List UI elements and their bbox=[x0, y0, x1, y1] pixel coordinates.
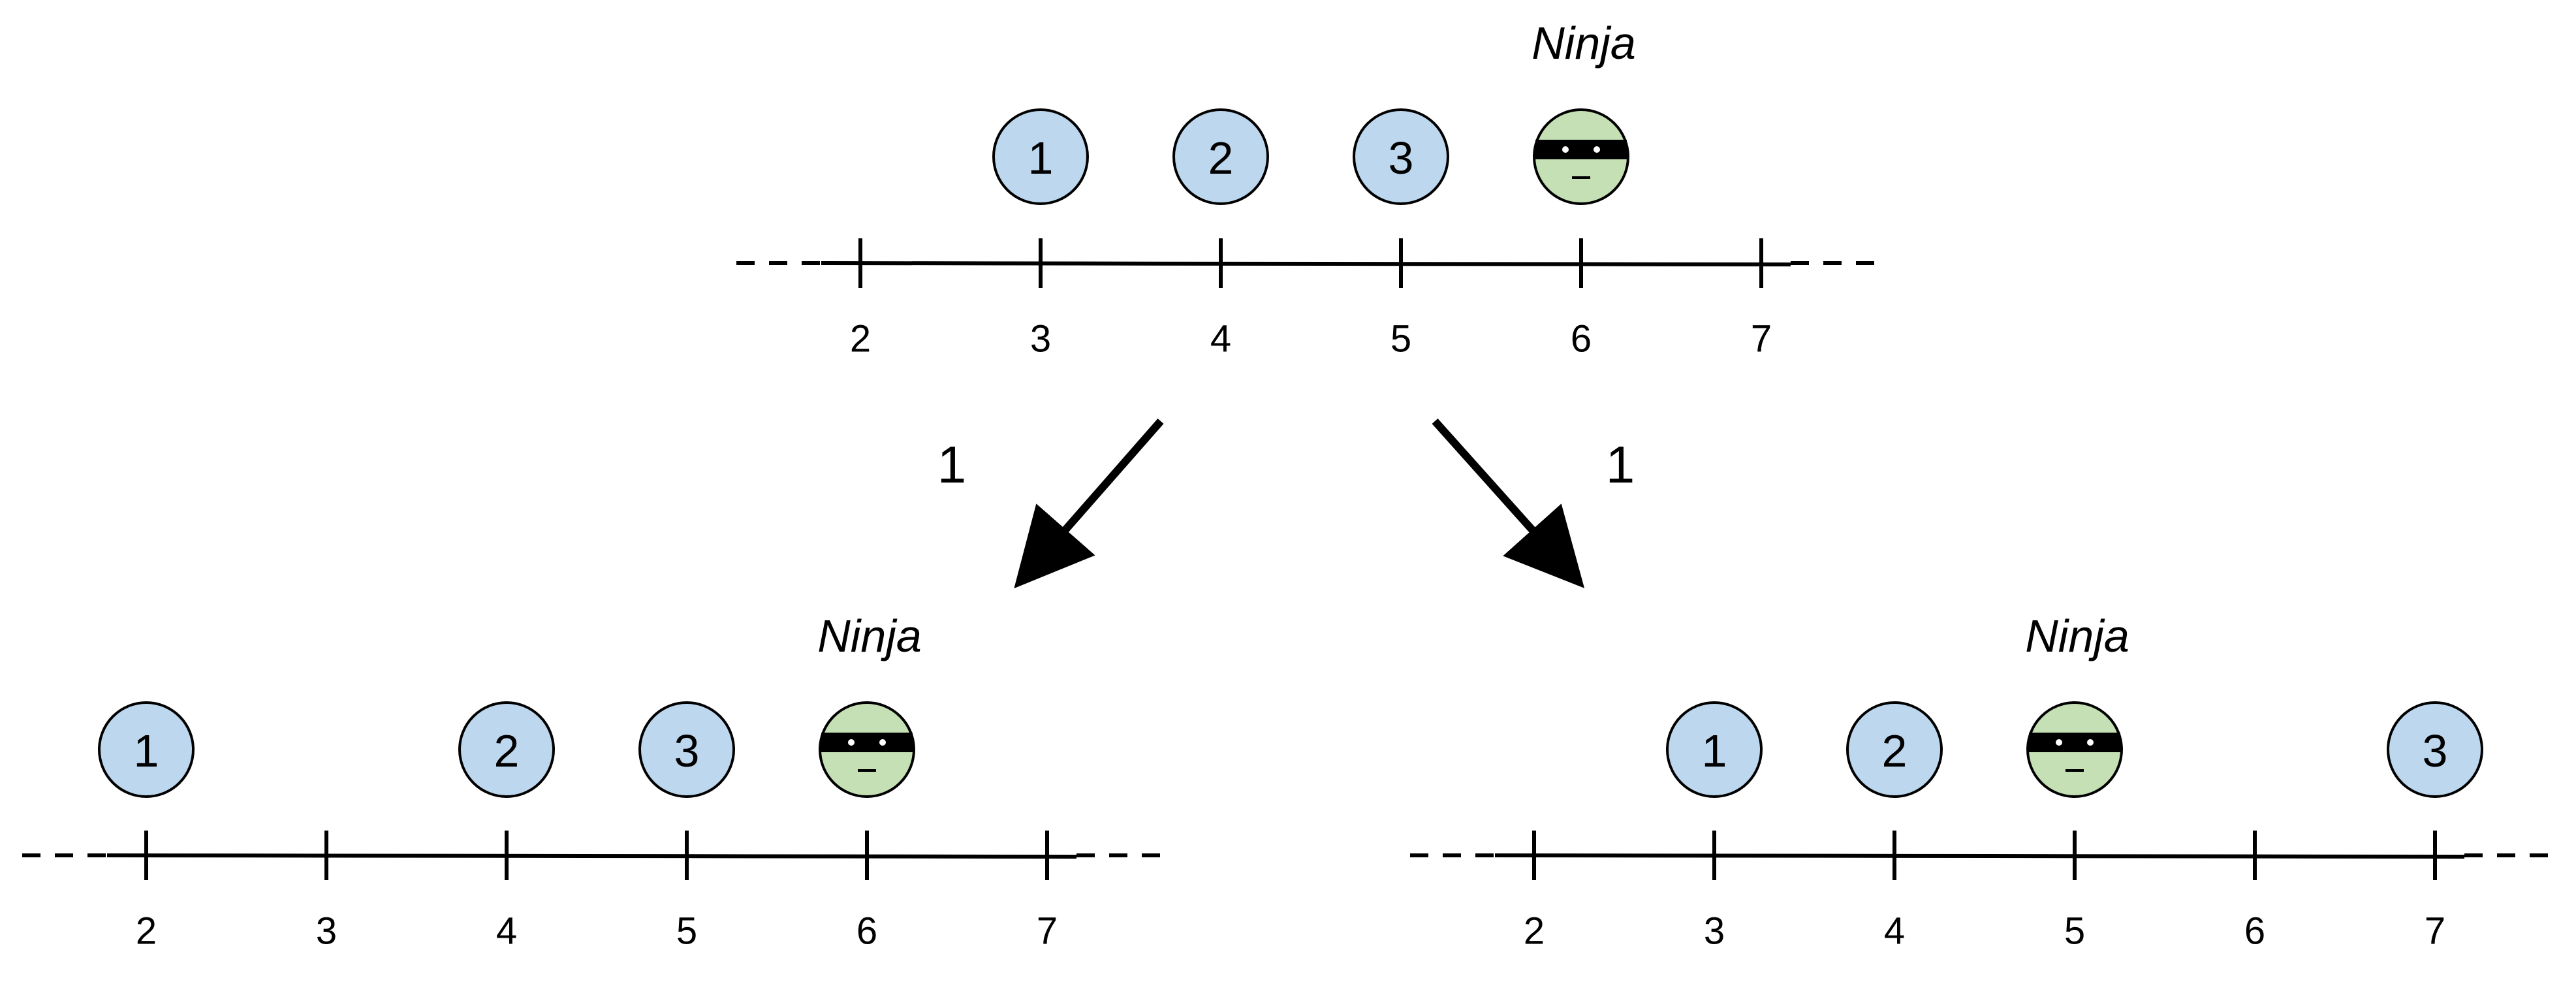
ball-circle bbox=[1666, 701, 1763, 798]
ninja-mask bbox=[2029, 733, 2120, 752]
tick-label: 2 bbox=[136, 910, 157, 952]
tick-label: 3 bbox=[1030, 317, 1051, 360]
tick-label: 3 bbox=[316, 910, 337, 952]
ball-label: 3 bbox=[1389, 133, 1414, 183]
tick-label: 6 bbox=[2244, 910, 2265, 952]
panel-bottom-left: 2 3 4 5 6 7 1 2 3 Ninja bbox=[22, 611, 1168, 952]
ninja-eye-left bbox=[2054, 738, 2064, 747]
ninja-eye-right bbox=[1592, 145, 1601, 154]
transition-arrow-left: 1 bbox=[937, 419, 1164, 589]
number-line bbox=[821, 261, 1791, 266]
tick-label: 2 bbox=[850, 317, 871, 360]
ball-circle bbox=[2387, 701, 2483, 798]
tick-label: 2 bbox=[1524, 910, 1545, 952]
ninja-title: Ninja bbox=[2025, 611, 2129, 661]
ball-label: 3 bbox=[2423, 725, 2448, 776]
ninja-mask bbox=[1535, 140, 1627, 159]
ninja-title: Ninja bbox=[817, 611, 922, 661]
tick-label: 5 bbox=[676, 910, 697, 952]
tick-label: 4 bbox=[1210, 317, 1231, 360]
tick-label: 6 bbox=[856, 910, 877, 952]
transition-probability-label: 1 bbox=[937, 436, 967, 494]
tick-label: 5 bbox=[1390, 317, 1411, 360]
ball-label: 2 bbox=[494, 725, 520, 776]
ball-circle bbox=[1353, 108, 1449, 205]
ninja-eye-left bbox=[847, 738, 856, 747]
ninja-title: Ninja bbox=[1531, 18, 1636, 69]
ball-circle bbox=[992, 108, 1089, 205]
tick-label: 3 bbox=[1704, 910, 1725, 952]
tick-label: 4 bbox=[496, 910, 517, 952]
ball-1: 1 bbox=[992, 108, 1089, 205]
ball-label: 2 bbox=[1208, 133, 1234, 183]
ball-circle bbox=[98, 701, 195, 798]
arrow-down-right-icon bbox=[1432, 418, 1585, 588]
ball-1: 1 bbox=[98, 701, 195, 798]
arrow-down-left-icon bbox=[1014, 419, 1164, 589]
transition-probability-label: 1 bbox=[1606, 436, 1635, 494]
tick-label: 7 bbox=[2425, 910, 2445, 952]
ball-2: 2 bbox=[458, 701, 555, 798]
ball-circle bbox=[1846, 701, 1943, 798]
ninja-mask bbox=[821, 733, 913, 752]
ball-2: 2 bbox=[1172, 108, 1269, 205]
ball-label: 1 bbox=[1702, 725, 1727, 776]
ball-3: 3 bbox=[2387, 701, 2483, 798]
ninja-icon bbox=[2026, 701, 2123, 798]
ninja-icon bbox=[1533, 108, 1629, 205]
ball-3: 3 bbox=[638, 701, 735, 798]
ball-3: 3 bbox=[1353, 108, 1449, 205]
panel-bottom-right: 2 3 4 5 6 7 1 2 3 Ninja bbox=[1410, 611, 2556, 952]
ball-label: 2 bbox=[1882, 725, 1908, 776]
tick-label: 7 bbox=[1037, 910, 1058, 952]
tick-label: 4 bbox=[1884, 910, 1905, 952]
ball-2: 2 bbox=[1846, 701, 1943, 798]
ball-circle bbox=[638, 701, 735, 798]
tick-label: 7 bbox=[1751, 317, 1772, 360]
ninja-eye-right bbox=[2086, 738, 2095, 747]
number-line bbox=[106, 853, 1077, 859]
tick-label: 5 bbox=[2064, 910, 2085, 952]
ball-label: 1 bbox=[134, 725, 159, 776]
ninja-icon bbox=[819, 701, 915, 798]
ball-circle bbox=[1172, 108, 1269, 205]
number-line bbox=[1494, 853, 2465, 859]
ball-1: 1 bbox=[1666, 701, 1763, 798]
ball-label: 1 bbox=[1028, 133, 1054, 183]
ninja-eye-right bbox=[878, 738, 887, 747]
ball-circle bbox=[458, 701, 555, 798]
tick-label: 6 bbox=[1571, 317, 1592, 360]
panel-top: 2 3 4 5 6 7 1 2 3 Ninja bbox=[736, 18, 1882, 360]
ball-label: 3 bbox=[674, 725, 700, 776]
transition-arrow-right: 1 bbox=[1432, 418, 1635, 588]
ninja-eye-left bbox=[1561, 145, 1570, 154]
